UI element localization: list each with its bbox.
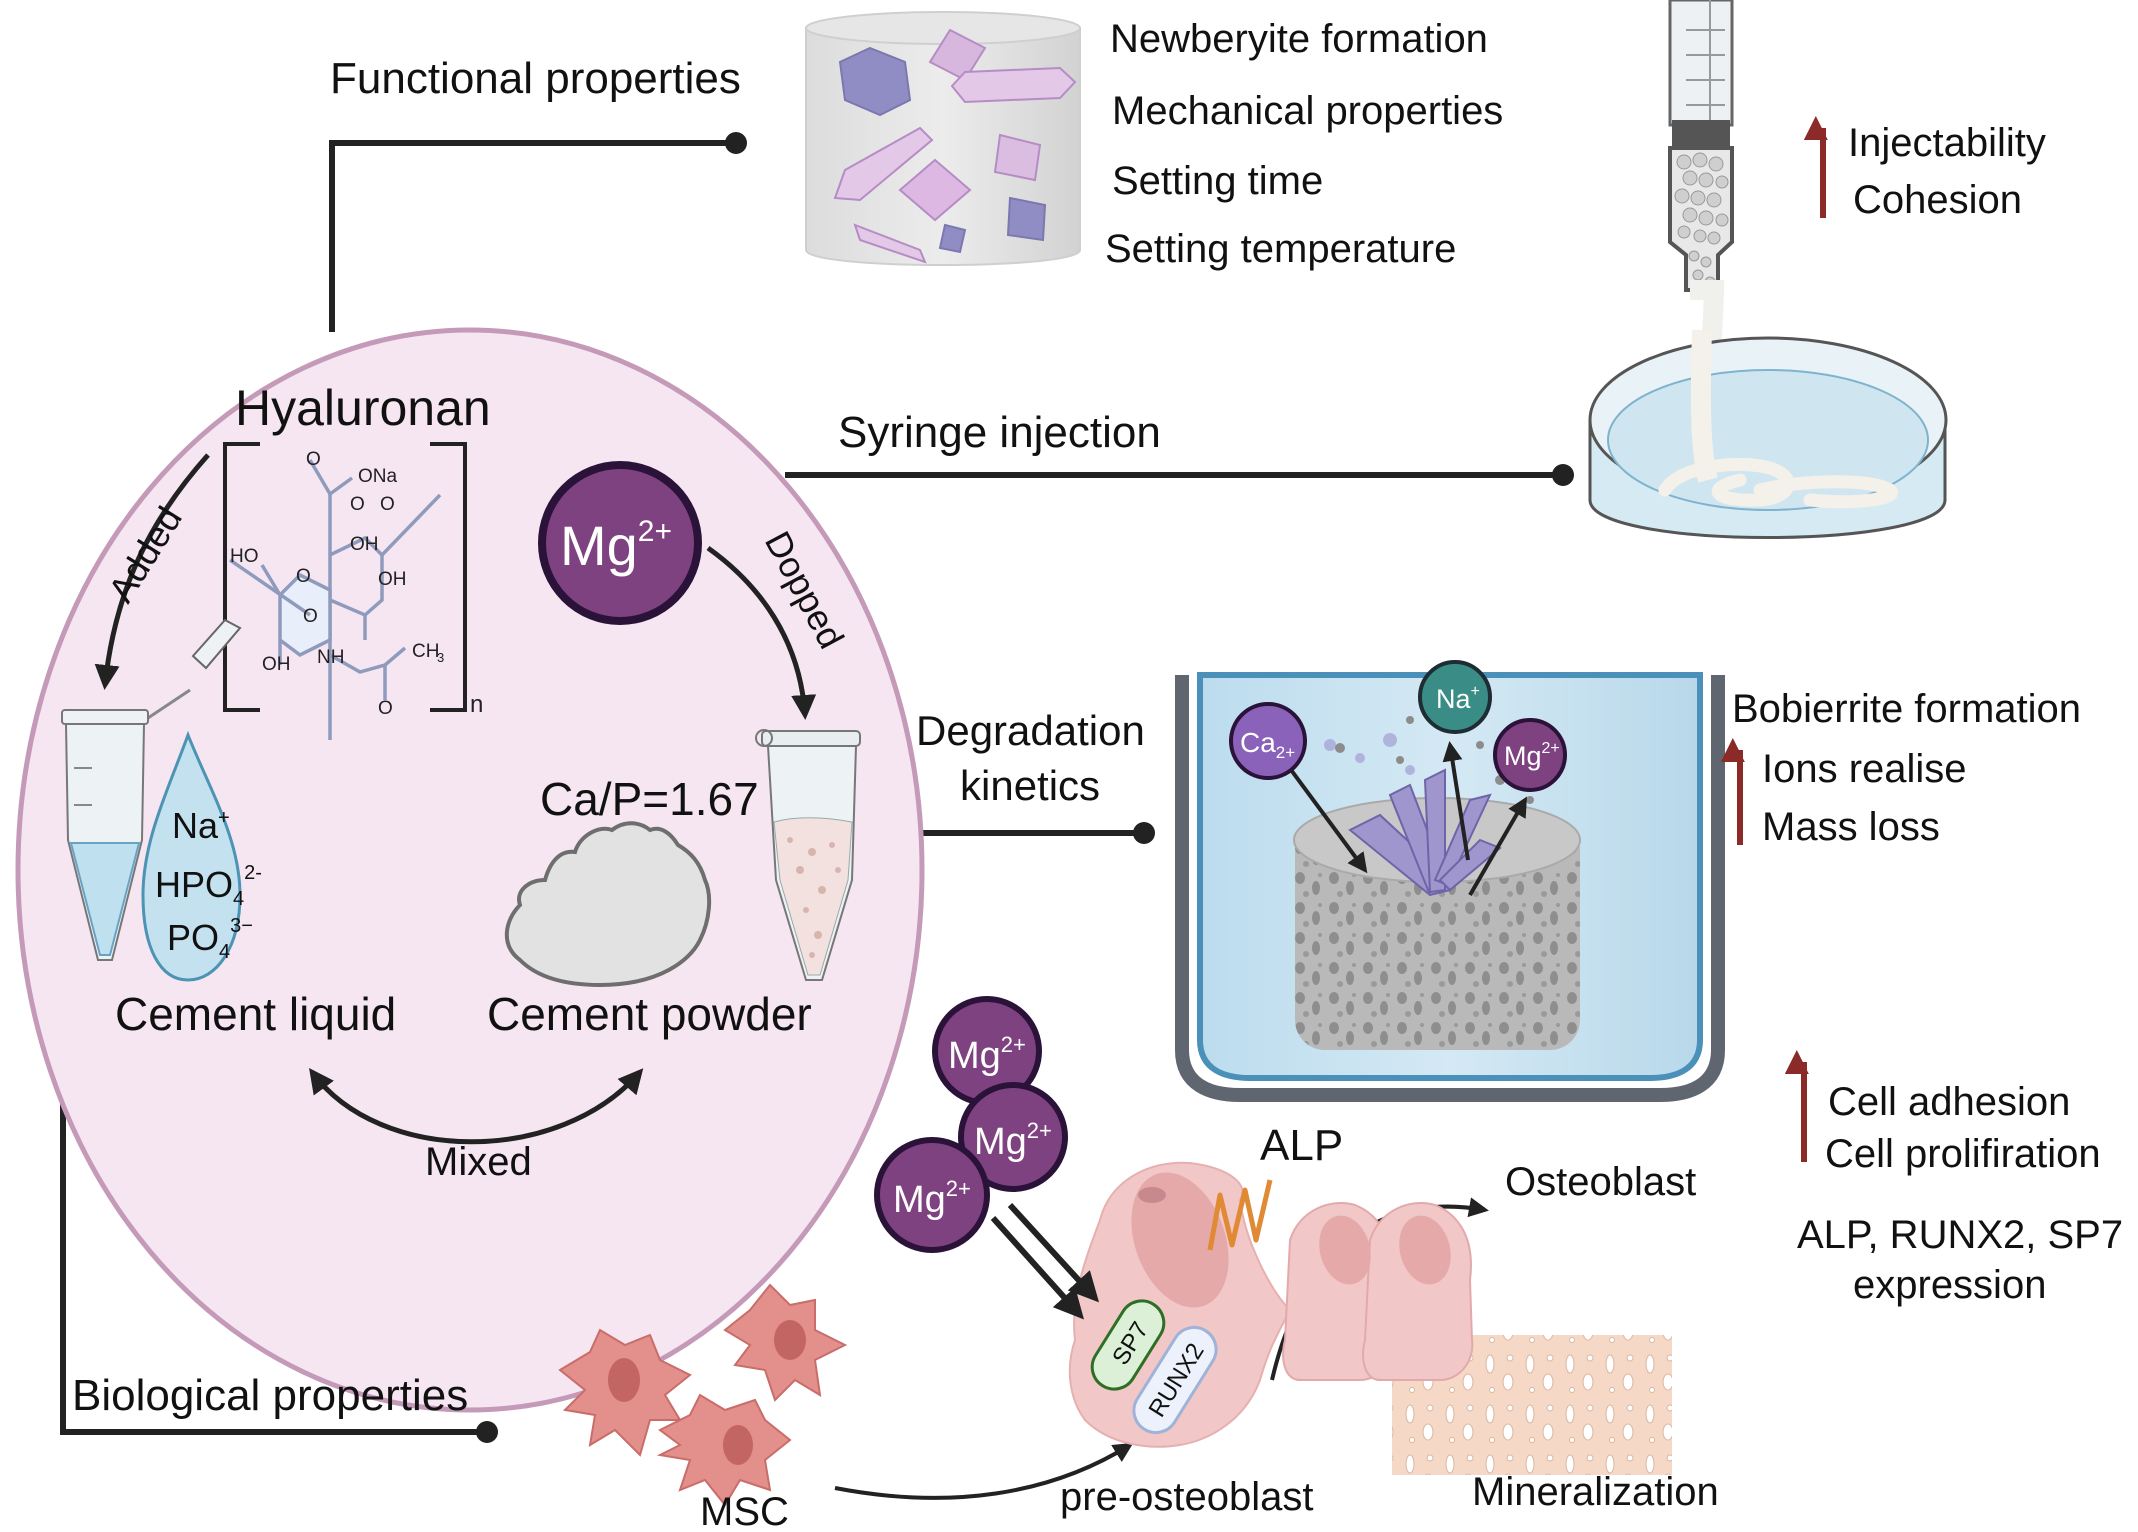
na-ion-arrow: [1442, 741, 1470, 861]
functional-item: Setting time: [1112, 159, 1323, 203]
functional-item: Setting temperature: [1105, 227, 1456, 271]
cement-powder-pile-icon: [504, 821, 712, 988]
connector-dot-degradation: [1133, 822, 1155, 844]
connector-functional: [329, 140, 735, 332]
cement-liquid-droplet: Na+ HPO42- PO43−: [141, 730, 262, 982]
cement-powder-tube-icon: [755, 729, 861, 981]
biological-properties-label: Biological properties: [72, 1371, 468, 1420]
connector-dot-functional: [725, 132, 747, 154]
svg-text:Ca2+: Ca2+: [1240, 727, 1295, 762]
connector-dot-syringe: [1552, 464, 1574, 486]
pre-osteoblast-label: pre-osteoblast: [1060, 1475, 1313, 1519]
molecule-label: OH: [378, 569, 407, 590]
expression-line2: expression: [1853, 1263, 2046, 1307]
svg-text:Mg2+: Mg2+: [974, 1118, 1052, 1163]
functional-item: Mechanical properties: [1112, 89, 1503, 133]
mg-to-cell-arrow: [990, 1215, 1085, 1320]
syringe-item: Injectability: [1848, 121, 2046, 165]
degradation-item: Ions realise: [1762, 747, 1967, 791]
molecule-label: CH: [412, 641, 439, 662]
mg-ion-cluster: Mg2+ Mg2+ Mg2+: [874, 996, 1068, 1253]
degradation-item: Mass loss: [1762, 805, 1940, 849]
functional-item: Newberyite formation: [1110, 17, 1488, 61]
osteoblast-label: Osteoblast: [1505, 1160, 1696, 1204]
molecule-label: O: [380, 494, 395, 515]
molecule-label: n: [470, 691, 483, 718]
biological-item: Cell prolifiration: [1825, 1132, 2101, 1176]
mg-ion-bio: Mg2+: [874, 1137, 990, 1253]
ca-ion: Ca2+: [1229, 702, 1307, 780]
syringe-item: Cohesion: [1853, 178, 2022, 222]
mg-ion-degradation: Mg2+: [1493, 718, 1567, 792]
drop-ion-na: Na+: [172, 805, 230, 846]
biological-item: Cell adhesion: [1828, 1080, 2070, 1124]
degradation-label-line2: kinetics: [960, 762, 1100, 809]
svg-text:Mg2+: Mg2+: [560, 514, 672, 577]
ca-p-ratio: Ca/P=1.67: [540, 773, 759, 825]
cement-liquid-tube-icon: [61, 618, 242, 961]
molecule-label: O: [350, 494, 365, 515]
hyaluronan-title: Hyaluronan: [235, 380, 491, 436]
dopped-arrow: [706, 545, 817, 720]
molecule-label: NH: [317, 647, 344, 668]
molecule-label: HO: [230, 546, 259, 567]
na-ion: Na+: [1418, 660, 1492, 734]
mg-to-cell-arrow: [1007, 1202, 1100, 1303]
mg-ion-arrow: [1468, 796, 1528, 897]
drop-ion-hpo4: HPO42-: [155, 862, 262, 910]
syringe-injection-label: Syringe injection: [838, 408, 1161, 457]
degradation-label-line1: Degradation: [916, 707, 1145, 754]
molecule-label: ONa: [358, 466, 398, 487]
molecule-label: 3: [437, 650, 444, 665]
cement-composition-circle: [15, 327, 925, 1413]
functional-properties-label: Functional properties: [330, 54, 741, 103]
crystal-cylinder-illustration: [805, 11, 1081, 266]
svg-text:Na+: Na+: [1436, 683, 1480, 714]
mineralization-label: Mineralization: [1472, 1470, 1719, 1514]
connector-biological: [60, 985, 485, 1435]
molecule-label: O: [306, 449, 321, 470]
osteoblast-cells-illustration: [1282, 1202, 1474, 1381]
svg-text:Mg2+: Mg2+: [893, 1176, 971, 1221]
svg-text:Mg2+: Mg2+: [948, 1032, 1026, 1077]
mg-ion-bio: Mg2+: [958, 1082, 1068, 1192]
molecule-label: OH: [262, 654, 291, 675]
molecule-label: O: [296, 566, 311, 587]
petri-dish-illustration: [1588, 329, 1948, 539]
drop-ion-po4: PO43−: [167, 915, 253, 963]
msc-label: MSC: [700, 1490, 789, 1532]
alp-label: ALP: [1260, 1121, 1343, 1170]
molecule-label: O: [303, 606, 318, 627]
sp7-gene: SP7: [1090, 1299, 1166, 1391]
cement-powder-label: Cement powder: [487, 988, 812, 1040]
added-arrow: [94, 453, 210, 690]
msc-to-preosteoblast-arrow: [834, 1442, 1134, 1500]
expression-line1: ALP, RUNX2, SP7: [1797, 1213, 2123, 1257]
molecule-label: OH: [350, 534, 379, 555]
connector-dot-biological: [476, 1421, 498, 1443]
msc-cells-illustration: [558, 1283, 848, 1507]
ca-ion-arrow: [1278, 753, 1368, 874]
degradation-beaker-illustration: [1175, 672, 1725, 1102]
svg-text:Mg2+: Mg2+: [1504, 740, 1560, 771]
mg-ion-dopant: Mg2+: [538, 461, 702, 625]
cement-liquid-label: Cement liquid: [115, 988, 396, 1040]
molecule-label: O: [378, 698, 393, 719]
hyaluronan-molecule: O ONa O O OH OH HO O O OH NH CH 3 O n: [223, 442, 483, 740]
mixed-arrow: [309, 1067, 644, 1145]
bobierrite-formation-label: Bobierrite formation: [1732, 687, 2081, 731]
mixed-label: Mixed: [425, 1140, 532, 1184]
